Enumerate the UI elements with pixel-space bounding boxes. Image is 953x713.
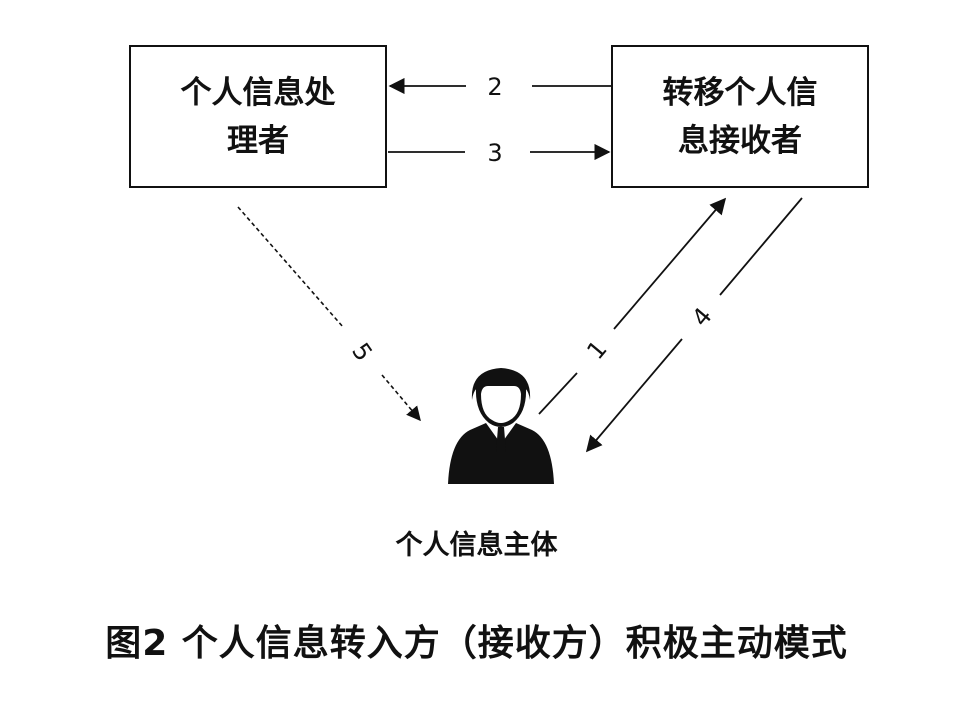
node-personal-info-subject-label: 个人信息主体 — [395, 530, 558, 561]
edge-2-label: 2 — [487, 73, 502, 101]
node-transfer-recipient: 转移个人信 息接收者 — [611, 45, 869, 188]
edge-3-label: 3 — [487, 139, 502, 167]
edge-4-label: 4 — [686, 302, 717, 332]
edge-5: 5 — [237, 206, 421, 422]
node-processor-label: 个人信息处 理者 — [180, 74, 336, 159]
node-personal-info-processor: 个人信息处 理者 — [129, 45, 387, 188]
figure-caption: 图2 个人信息转入方（接收方）积极主动模式 — [105, 623, 848, 664]
node-recipient-label: 转移个人信 息接收者 — [662, 74, 818, 159]
edge-2: 2 — [388, 73, 611, 101]
person-in-suit-icon — [448, 368, 554, 484]
edge-3: 3 — [388, 139, 611, 167]
edge-1-label: 1 — [581, 335, 612, 365]
edge-5-label: 5 — [346, 338, 378, 367]
